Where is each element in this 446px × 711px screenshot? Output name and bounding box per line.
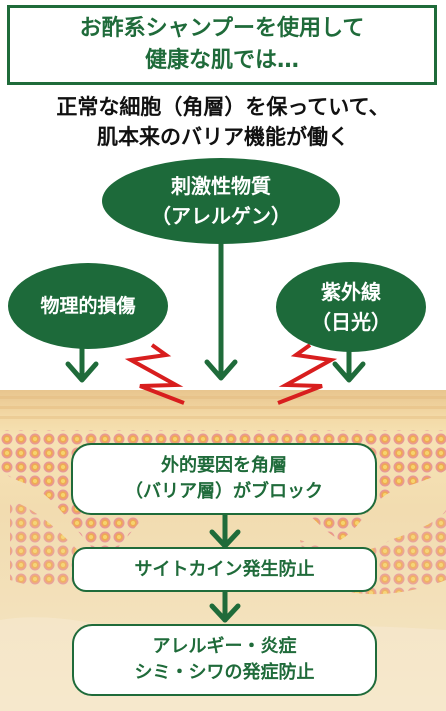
factor-uv-line-1: 紫外線 bbox=[321, 280, 381, 304]
factor-stimulus-line-1: 刺激性物質 bbox=[171, 174, 271, 198]
subtitle: 正常な細胞（角層）を保っていて、 肌本来のバリア機能が働く bbox=[0, 92, 446, 152]
title-line-1: お酢系シャンプーを使用して bbox=[79, 16, 365, 41]
flow-block-line-2: （バリア層）がブロック bbox=[125, 481, 323, 502]
subtitle-line-2: 肌本来のバリア機能が働く bbox=[97, 125, 349, 149]
lightning-right-icon bbox=[277, 343, 338, 405]
flow-prevent-line-2: シミ・シワの発症防止 bbox=[134, 662, 315, 683]
arrow-stimulus-head bbox=[204, 359, 238, 381]
flow-prevent-box: アレルギー・炎症 シミ・シワの発症防止 bbox=[72, 624, 377, 696]
factor-physical-line-1: 物理的損傷 bbox=[40, 295, 136, 317]
subtitle-line-1: 正常な細胞（角層）を保っていて、 bbox=[56, 95, 390, 119]
factor-uv-oval: 紫外線 （日光） bbox=[276, 262, 426, 352]
flow-block-box: 外的要因を角層 （バリア層）がブロック bbox=[71, 443, 377, 515]
flow-block-line-1: 外的要因を角層 bbox=[161, 455, 287, 476]
flow-cytokine-line-1: サイトカイン発生防止 bbox=[134, 558, 315, 580]
title-box: お酢系シャンプーを使用して 健康な肌では… bbox=[7, 5, 437, 85]
lightning-left-icon bbox=[124, 343, 185, 405]
flow-cytokine-box: サイトカイン発生防止 bbox=[72, 547, 377, 592]
factor-uv-line-2: （日光） bbox=[311, 310, 391, 334]
flow-prevent-line-1: アレルギー・炎症 bbox=[152, 636, 297, 657]
arrow-flow-1-head bbox=[209, 529, 241, 549]
arrow-physical-head bbox=[65, 361, 99, 383]
title-line-2: 健康な肌では… bbox=[144, 48, 299, 73]
arrow-uv-head bbox=[332, 361, 366, 383]
factor-physical-oval: 物理的損傷 bbox=[8, 263, 168, 349]
factor-stimulus-oval: 刺激性物質 （アレルゲン） bbox=[102, 158, 340, 244]
arrow-flow-2-head bbox=[209, 603, 241, 623]
factor-stimulus-line-2: （アレルゲン） bbox=[151, 204, 291, 228]
